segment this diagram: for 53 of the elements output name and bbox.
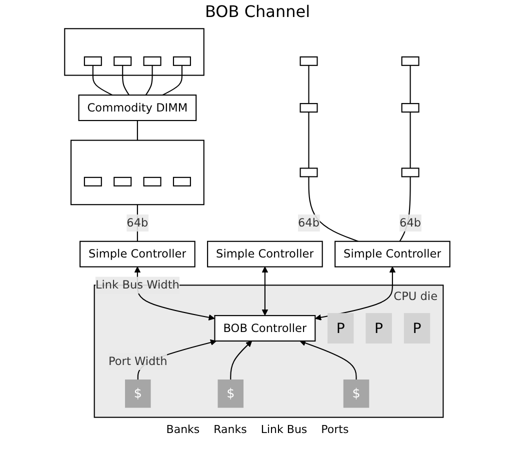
node-box [84, 176, 102, 186]
connector [146, 65, 154, 96]
connector [308, 176, 359, 242]
node-box [173, 56, 192, 66]
arrow [230, 340, 252, 380]
connector [308, 65, 310, 104]
node-box [402, 56, 420, 66]
arrow [262, 266, 268, 316]
edge-label: Link Bus Width [96, 278, 180, 292]
node-box: P [404, 313, 430, 344]
node-box: P [328, 313, 354, 344]
node-box [300, 56, 318, 66]
edge-label: 64b [298, 216, 320, 230]
cluster [70, 140, 205, 206]
connector [137, 204, 138, 242]
node-box [402, 168, 420, 178]
connector [400, 176, 412, 242]
edge-label: 64b [126, 216, 148, 230]
node-box: BOB Controller [214, 315, 316, 342]
node-box: $ [125, 380, 152, 408]
note-label: Banks [166, 423, 200, 436]
arrow [315, 266, 396, 320]
node-box [402, 103, 420, 113]
node-box [300, 168, 318, 178]
node-box: P [366, 313, 392, 344]
connector [308, 112, 310, 168]
connector [137, 120, 138, 140]
node-box [114, 56, 132, 66]
node-box: Simple Controller [207, 240, 324, 268]
note-label: Link Bus [260, 423, 308, 436]
node-box [173, 176, 192, 186]
note-label: Ports [321, 423, 349, 436]
edge-label: Port Width [108, 354, 168, 368]
node-box: Simple Controller [334, 240, 451, 268]
diagram-title: BOB Channel [204, 2, 312, 21]
node-box [84, 56, 102, 66]
node-box: $ [218, 380, 244, 408]
connector [122, 65, 130, 96]
connector [92, 65, 113, 96]
connector [410, 65, 412, 104]
node-box [144, 56, 162, 66]
arrow [300, 340, 358, 380]
edge-label: 64b [400, 216, 422, 230]
cluster [64, 28, 205, 76]
node-box [144, 176, 162, 186]
node-box: Simple Controller [80, 240, 196, 268]
connector [162, 65, 183, 96]
node-box [114, 176, 132, 186]
note-label: Ranks [214, 423, 247, 436]
node-box: $ [344, 380, 370, 408]
node-box [300, 103, 318, 113]
connector [410, 112, 412, 168]
node-box: Commodity DIMM [78, 94, 197, 122]
